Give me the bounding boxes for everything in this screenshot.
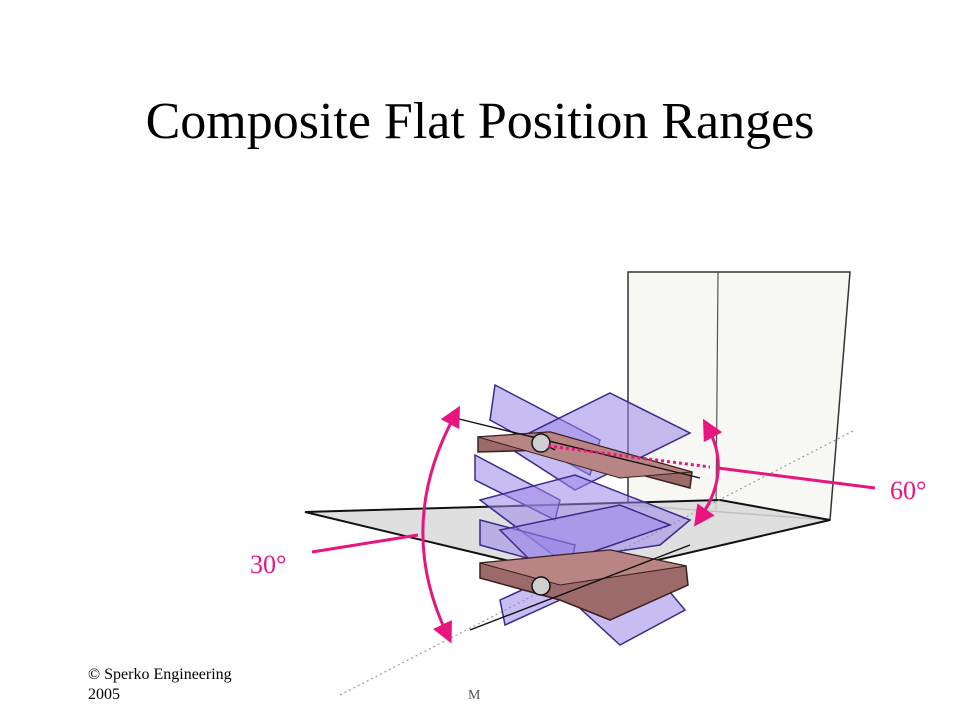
pointer-60-solid <box>717 466 876 490</box>
upper-pivot-icon <box>531 433 551 453</box>
angle-label-30: 30° <box>250 550 287 579</box>
lower-flat-plate <box>479 549 689 621</box>
angle-label-60: 60° <box>890 476 927 505</box>
footer-copyright: © Sperko Engineering 2005 <box>88 665 288 705</box>
footer-line-2: 2005 <box>88 686 120 703</box>
lower-pivot-icon <box>531 576 551 596</box>
pointer-30 <box>311 533 419 554</box>
footer-line-1: © Sperko Engineering <box>88 666 232 683</box>
weld-axis-dotted <box>339 429 856 696</box>
arc-arrow-60-icon <box>694 418 723 527</box>
footer-mark: M <box>468 688 481 703</box>
vertical-wall <box>627 271 851 521</box>
slide-title: Composite Flat Position Ranges <box>145 93 815 150</box>
arc-arrow-30-icon <box>421 405 461 644</box>
